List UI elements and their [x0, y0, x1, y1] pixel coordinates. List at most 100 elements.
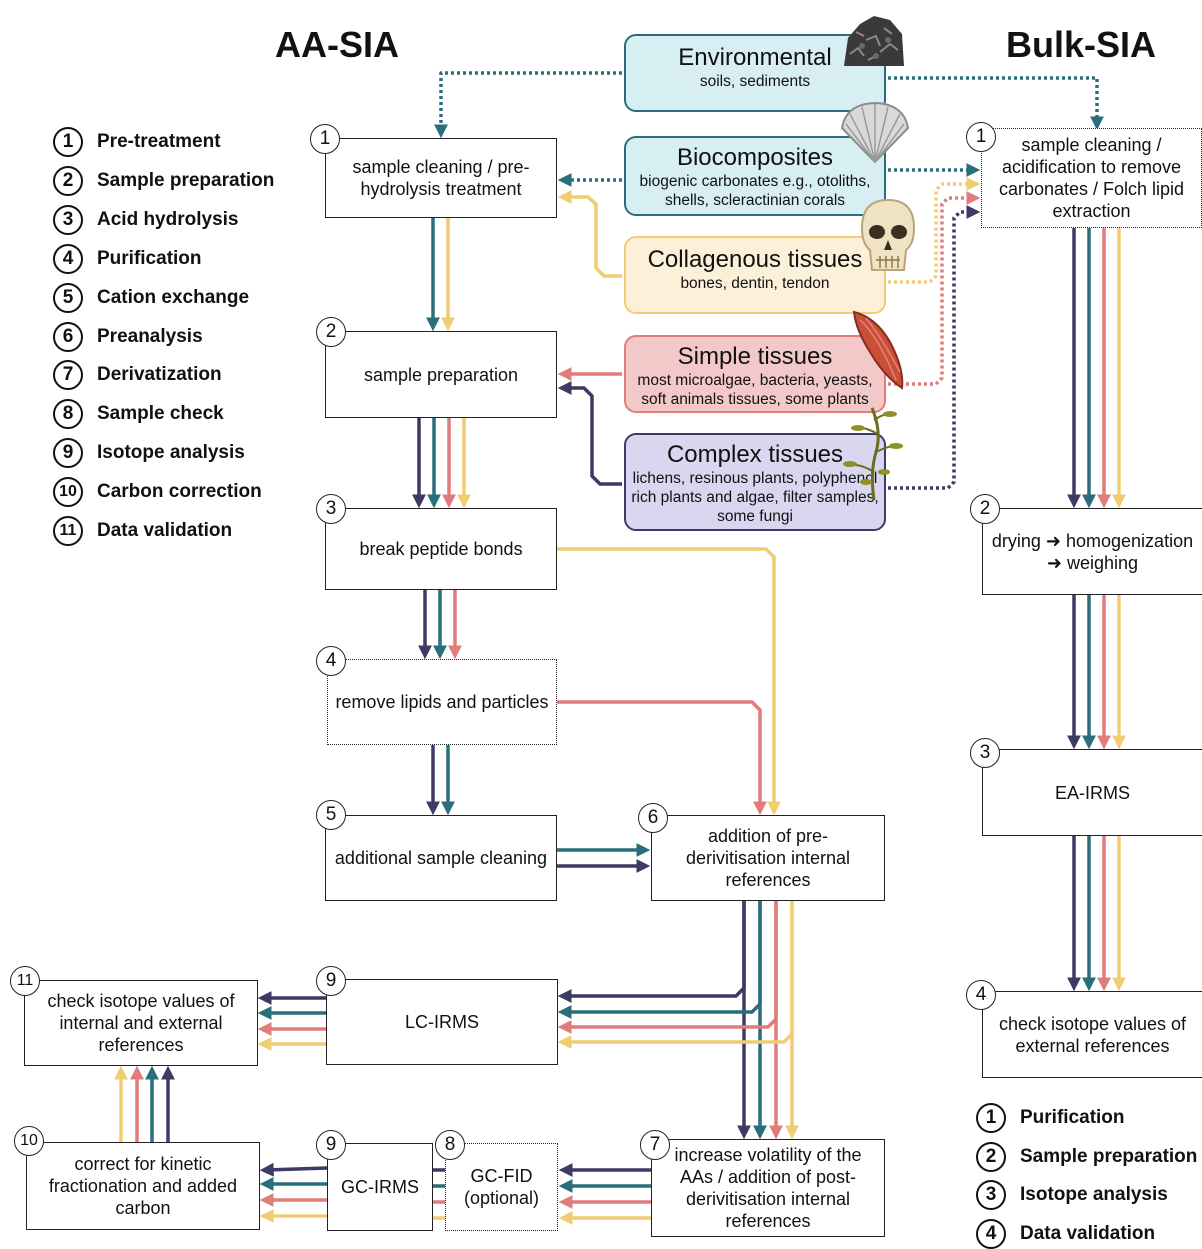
- source-biocomposites-subtitle: biogenic carbonates e.g., otoliths, shel…: [639, 173, 871, 209]
- source-environmental: Environmental soils, sediments: [624, 34, 886, 112]
- aa-step-6-box: addition of pre-derivitisation internal …: [651, 815, 885, 901]
- aa-step-3-box: break peptide bonds: [325, 508, 557, 590]
- bulk-step-1-number: 1: [966, 122, 996, 152]
- aa-step-10-box: correct for kinetic fractionation and ad…: [26, 1142, 260, 1230]
- bulk-step-3-number: 3: [970, 738, 1000, 768]
- aa-step-1-box: sample cleaning / pre-hydrolysis treatme…: [325, 138, 557, 218]
- source-collagenous: Collagenous tissues bones, dentin, tendo…: [624, 236, 886, 314]
- source-environmental-title: Environmental: [678, 44, 832, 71]
- aa-legend-number: 10: [53, 477, 83, 508]
- aa-step-2-box: sample preparation: [325, 331, 557, 418]
- complex-to-aa-arrow: [557, 381, 622, 486]
- aa-legend-label: Data validation: [97, 520, 233, 541]
- bulk-sia-heading: Bulk-SIA: [1006, 24, 1157, 65]
- aa-sia-heading: AA-SIA: [275, 24, 399, 65]
- aa-legend-number: 3: [53, 204, 83, 235]
- source-complex: Complex tissues lichens, resinous plants…: [624, 433, 886, 531]
- aa-legend-item: 1 Pre-treatment: [53, 127, 221, 157]
- rock-pile-icon: [844, 16, 904, 66]
- aa-legend-number: 8: [53, 399, 83, 430]
- aa-legend-label: Acid hydrolysis: [97, 208, 239, 230]
- aa-step-9-gc-box: GC-IRMS: [327, 1143, 433, 1231]
- bulk-legend-label: Isotope analysis: [1020, 1184, 1168, 1205]
- aa-step-11-box: check isotope values of internal and ext…: [24, 980, 258, 1066]
- bulk-step-2-label: drying ➜ homogenization ➜ weighing: [991, 530, 1194, 573]
- bulk-legend-label: Data validation: [1020, 1222, 1156, 1244]
- aa-step-11-label: check isotope values of internal and ext…: [47, 991, 235, 1055]
- aa-legend-item: 5 Cation exchange: [53, 282, 250, 313]
- seaweed-icon: [843, 407, 903, 501]
- bulk-legend-item: 3 Isotope analysis: [976, 1180, 1168, 1210]
- source-complex-subtitle: lichens, resinous plants, polyphenol ric…: [631, 470, 879, 525]
- source-collagenous-subtitle: bones, dentin, tendon: [680, 275, 830, 292]
- aa-step-9-lc-number: 9: [316, 966, 346, 996]
- aa-legend-item: 4 Purification: [53, 243, 202, 274]
- aa-legend-number: 7: [53, 360, 83, 391]
- source-environmental-subtitle: soils, sediments: [699, 73, 811, 90]
- aa-step-5-number: 5: [316, 800, 346, 830]
- aa-legend-number: 11: [53, 516, 83, 546]
- aa-step-6-number: 6: [638, 803, 668, 833]
- source-simple-title: Simple tissues: [677, 343, 833, 370]
- aa-legend-label: Carbon correction: [97, 481, 262, 503]
- aa-legend-label: Derivatization: [97, 364, 222, 386]
- source-simple-subtitle: most microalgae, bacteria, yeasts, soft …: [637, 372, 873, 408]
- aa-legend-label: Cation exchange: [97, 286, 250, 308]
- bulk-step-4-box: check isotope values of external referen…: [982, 991, 1202, 1078]
- aa-legend-number: 6: [53, 321, 83, 352]
- bulk-legend-item: 1 Purification: [976, 1103, 1125, 1133]
- aa-legend-label: Sample check: [97, 403, 224, 425]
- aa-step-5-label: additional sample cleaning: [334, 848, 548, 868]
- aa-step-7-number: 7: [640, 1130, 670, 1160]
- connector-arrow: [557, 547, 781, 816]
- source-simple: Simple tissues most microalgae, bacteria…: [624, 335, 886, 413]
- bulk-legend-label: Purification: [1020, 1107, 1125, 1128]
- connector-arrow: [557, 901, 746, 1003]
- source-biocomposites-title: Biocomposites: [676, 144, 834, 171]
- aa-legend-item: 8 Sample check: [53, 399, 224, 430]
- aa-legend-number: 5: [53, 282, 83, 313]
- aa-legend-label: Pre-treatment: [97, 131, 221, 152]
- aa-step-10-label: correct for kinetic fractionation and ad…: [48, 1154, 238, 1218]
- aa-legend-label: Preanalysis: [97, 325, 203, 347]
- aa-step-7-box: increase volatility of the AAs / additio…: [651, 1139, 885, 1237]
- bulk-legend-number: 1: [976, 1103, 1006, 1133]
- source-biocomposites: Biocomposites biogenic carbonates e.g., …: [624, 136, 886, 216]
- aa-step-8-box: GC-FID (optional): [445, 1143, 558, 1231]
- env-to-aa-arrow: [434, 71, 622, 139]
- connector-arrow: [557, 901, 778, 1034]
- source-complex-title: Complex tissues: [666, 441, 844, 468]
- bulk-legend-label: Sample preparation: [1020, 1145, 1198, 1167]
- aa-legend-label: Sample preparation: [97, 169, 275, 191]
- bulk-step-4-label: check isotope values of external referen…: [998, 1013, 1187, 1056]
- bulk-step-3-label: EA-IRMS: [1054, 782, 1130, 803]
- bulk-step-1-label: sample cleaning / acidification to remov…: [998, 135, 1185, 221]
- aa-step-9-gc-label: GC-IRMS: [341, 1177, 419, 1197]
- aa-step-9-lc-box: LC-IRMS: [326, 979, 558, 1065]
- aa-step-9-gc-number: 9: [316, 1130, 346, 1160]
- aa-legend-number: 1: [53, 127, 83, 157]
- aa-legend-label: Purification: [97, 247, 202, 269]
- bulk-legend-number: 3: [976, 1180, 1006, 1210]
- complex-to-bulk-arrow: [888, 205, 981, 490]
- bulk-step-2-number: 2: [970, 494, 1000, 524]
- aa-step-3-number: 3: [316, 494, 346, 524]
- aa-step-7-label: increase volatility of the AAs / additio…: [674, 1145, 862, 1231]
- aa-step-9-lc-label: LC-IRMS: [404, 1012, 479, 1032]
- aa-legend-number: 4: [53, 243, 83, 274]
- aa-step-4-number: 4: [316, 646, 346, 676]
- aa-step-8-number: 8: [435, 1130, 465, 1160]
- connector-arrow: [557, 700, 767, 816]
- env-to-bulk-arrow: [888, 76, 1104, 131]
- bulk-legend-number: 4: [976, 1218, 1006, 1249]
- col-to-aa-arrow: [557, 190, 622, 278]
- aa-legend-item: 6 Preanalysis: [53, 321, 203, 352]
- aa-step-1-label: sample cleaning / pre-hydrolysis treatme…: [352, 157, 530, 199]
- bulk-step-1-box: sample cleaning / acidification to remov…: [981, 128, 1202, 228]
- col-to-bulk-arrow: [888, 177, 981, 284]
